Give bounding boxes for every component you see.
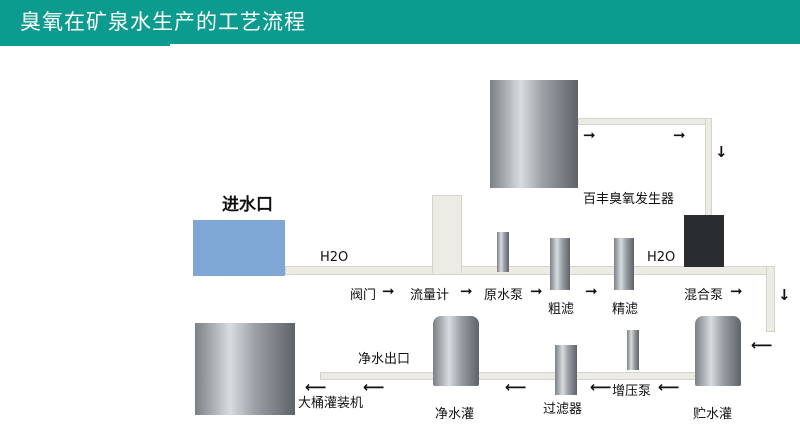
pipe-ozone-top — [578, 118, 710, 125]
label-storage-tank: 贮水灌 — [693, 407, 733, 422]
arrow-left-icon: ⟵ — [505, 378, 527, 396]
arrow-right-icon: ➞ — [382, 282, 395, 300]
storage-tank-image — [695, 316, 741, 386]
pipe-flowmeter-loop — [432, 195, 462, 273]
mixing-pump-image — [684, 215, 724, 267]
pipe-ozone-down — [705, 118, 712, 228]
pipe-top-main — [285, 266, 775, 275]
label-raw-pump: 原水泵 — [484, 288, 524, 303]
label-mixing-pump: 混合泵 — [684, 288, 724, 303]
h2o-label-1: H2O — [320, 250, 349, 265]
arrow-left-icon: ⟵ — [751, 336, 773, 354]
booster-pump-image — [627, 330, 639, 370]
barrel-filler-image — [195, 323, 295, 415]
inlet-label: 进水口 — [222, 195, 273, 215]
arrow-left-icon: ⟵ — [305, 378, 327, 396]
arrow-right-icon: ➞ — [673, 126, 686, 144]
clean-tank-image — [433, 316, 479, 386]
raw-pump-image — [497, 232, 509, 272]
header-underline — [0, 44, 170, 46]
label-coarse-filter: 粗滤 — [548, 302, 575, 317]
generator-label: 百丰臭氧发生器 — [583, 192, 675, 207]
h2o-label-2: H2O — [647, 250, 676, 265]
inlet-tank — [193, 220, 285, 276]
arrow-down-icon: ↓ — [778, 286, 791, 304]
label-clean-tank: 净水灌 — [435, 407, 475, 422]
label-filter: 过滤器 — [543, 402, 583, 417]
arrow-right-icon: ➞ — [460, 282, 473, 300]
label-clean-water-outlet: 净水出口 — [358, 352, 411, 367]
coarse-filter-image — [550, 238, 570, 290]
filter-image — [555, 345, 577, 395]
page-title: 臭氧在矿泉水生产的工艺流程 — [20, 10, 306, 34]
arrow-right-icon: ➞ — [730, 282, 743, 300]
fine-filter-image — [614, 238, 634, 290]
arrow-right-icon: ➞ — [585, 282, 598, 300]
label-barrel-filler: 大桶灌装机 — [298, 396, 364, 411]
label-flowmeter: 流量计 — [410, 288, 450, 303]
arrow-right-icon: ➞ — [583, 126, 596, 144]
pipe-right-down — [766, 266, 775, 332]
ozone-generator-image — [490, 80, 578, 188]
header-bar: 臭氧在矿泉水生产的工艺流程 — [0, 0, 800, 44]
arrow-right-icon: ➞ — [530, 282, 543, 300]
arrow-left-icon: ⟵ — [363, 378, 385, 396]
arrow-left-icon: ⟵ — [590, 378, 612, 396]
label-fine-filter: 精滤 — [612, 302, 639, 317]
arrow-down-icon: ↓ — [715, 143, 728, 161]
label-booster-pump: 增压泵 — [612, 384, 652, 399]
label-valve: 阀门 — [350, 288, 377, 303]
arrow-left-icon: ⟵ — [658, 378, 680, 396]
